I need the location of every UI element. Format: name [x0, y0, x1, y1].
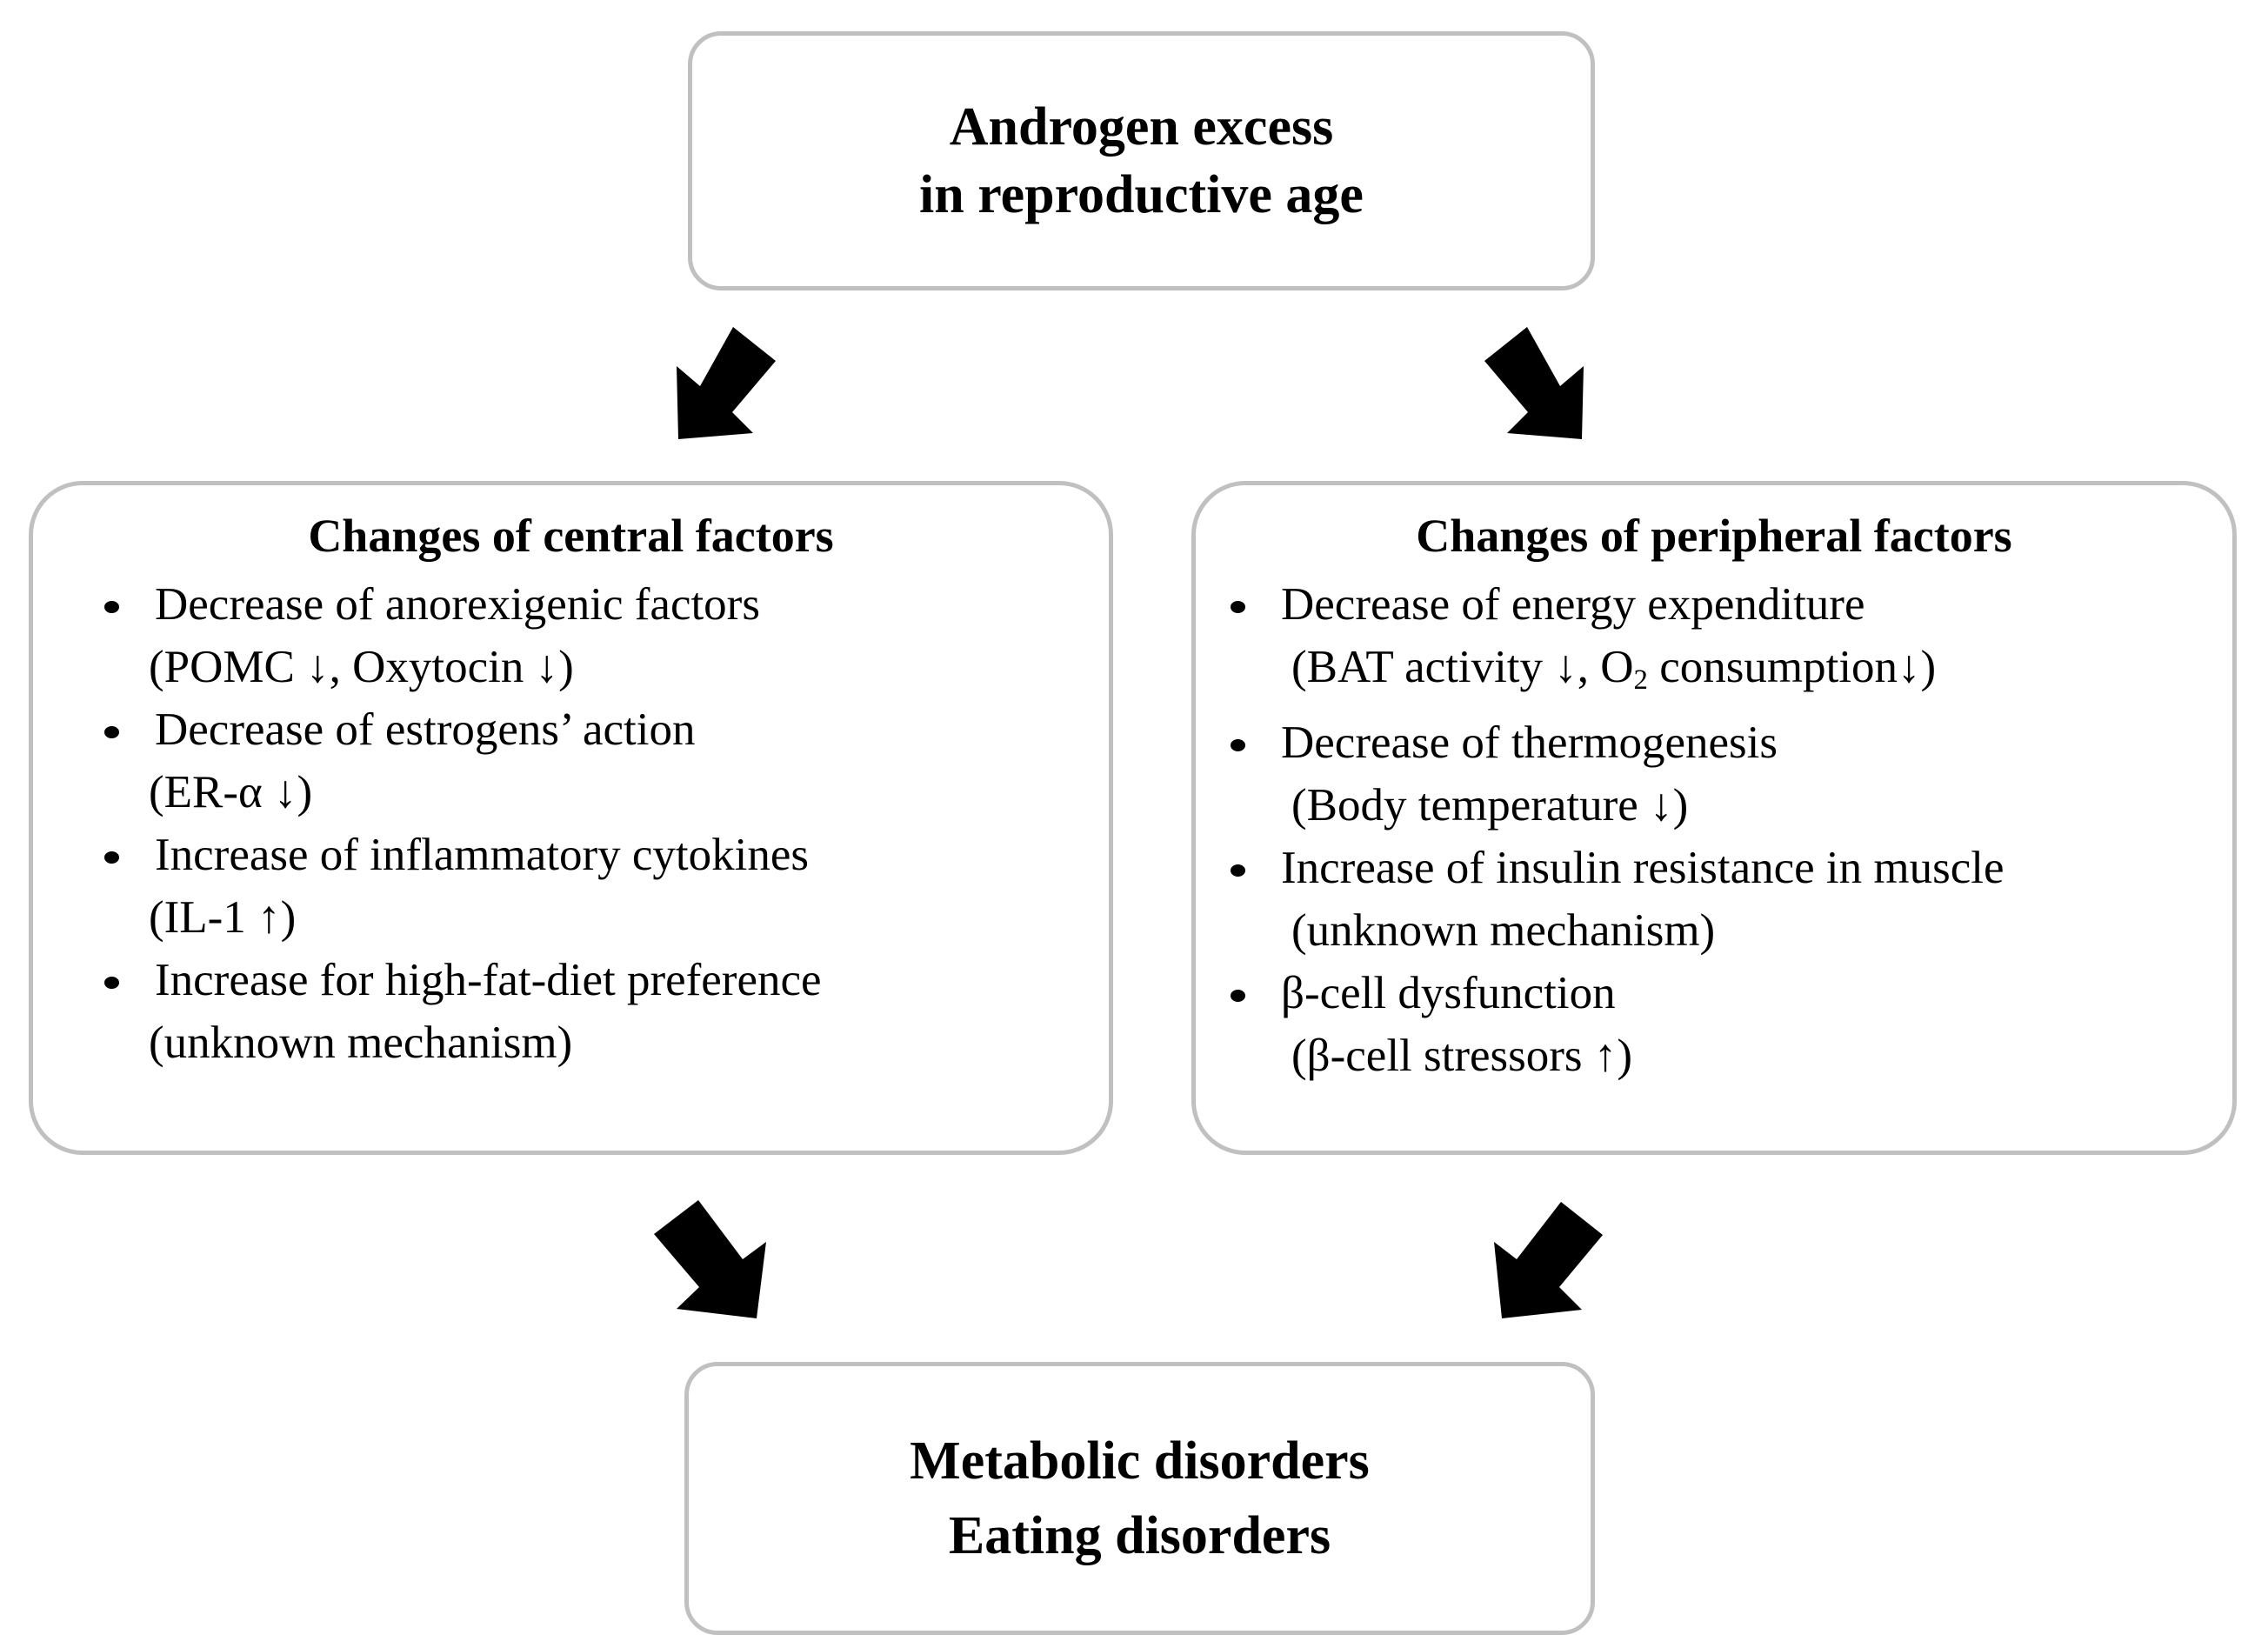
sub-post: consumption↓): [1647, 642, 1937, 692]
bottom-box-line-2: Eating disorders: [948, 1506, 1331, 1565]
sub-pre: (BAT activity ↓, O: [1291, 642, 1634, 692]
bullet-dot-icon: [104, 851, 119, 864]
left-panel-title: Changes of central factors: [308, 510, 834, 562]
list-item: Decrease of anorexigenic factors (POMC ↓…: [33, 573, 1109, 698]
arrow-down-right-icon: [1478, 322, 1670, 470]
list-item: Decrease of estrogens’ action (ER-α ↓): [33, 698, 1109, 824]
bullet-dot-icon: [104, 726, 119, 738]
bottom-box-line-1: Metabolic disorders: [910, 1431, 1370, 1491]
list-item-main: Increase of inflammatory cytokines: [155, 830, 810, 880]
list-item-sub: (ER-α ↓): [149, 767, 313, 817]
right-panel-title: Changes of peripheral factors: [1416, 510, 2012, 562]
list-item-main: Decrease of thermogenesis: [1281, 717, 1778, 769]
arrow-down-left-icon: [609, 322, 800, 470]
arrow-down-right-icon: [644, 1183, 835, 1339]
list-item-sub: (Body temperature ↓): [1291, 780, 1689, 831]
list-item: Decrease of thermogenesis (Body temperat…: [1196, 711, 2232, 837]
list-item-main: Increase of insulin resistance in muscle: [1281, 843, 2005, 894]
top-box-line-1: Androgen excess: [949, 97, 1334, 157]
bullet-dot-icon: [1231, 864, 1245, 877]
list-item-main: Decrease of energy expenditure: [1281, 579, 1865, 630]
list-item: Increase of insulin resistance in muscle…: [1196, 837, 2232, 962]
list-item-sub: (unknown mechanism): [1291, 905, 1716, 957]
bullet-dot-icon: [1231, 601, 1245, 613]
bullet-dot-icon: [1231, 739, 1245, 752]
list-item-sub: (β-cell stressors ↑): [1291, 1031, 1632, 1082]
box-peripheral-factors: Changes of peripheral factors Decrease o…: [1191, 481, 2237, 1155]
list-item: Decrease of energy expenditure (BAT acti…: [1196, 573, 2232, 711]
bullet-dot-icon: [104, 977, 119, 989]
list-item-main: β-cell dysfunction: [1281, 968, 1616, 1019]
bullet-dot-icon: [104, 601, 119, 613]
box-disorders: Metabolic disorders Eating disorders: [684, 1362, 1595, 1635]
left-panel-list: Decrease of anorexigenic factors (POMC ↓…: [33, 573, 1109, 1074]
list-item-main: Decrease of estrogens’ action: [155, 704, 696, 755]
list-item-sub: (IL-1 ↑): [149, 892, 297, 943]
bullet-dot-icon: [1231, 990, 1245, 1003]
subscript-two: 2: [1633, 664, 1648, 697]
list-item-sub: (POMC ↓, Oxytocin ↓): [149, 642, 574, 692]
box-androgen-excess: Androgen excess in reproductive age: [688, 31, 1595, 290]
list-item-sub: (unknown mechanism): [149, 1017, 573, 1068]
list-item: Increase of inflammatory cytokines (IL-1…: [33, 824, 1109, 949]
list-item-sub: (BAT activity ↓, O2 consumption↓): [1196, 636, 2232, 711]
top-box-line-2: in reproductive age: [919, 165, 1364, 224]
list-item-main: Increase for high-fat-diet preference: [155, 955, 822, 1005]
list-item: Increase for high-fat-diet preference (u…: [33, 949, 1109, 1074]
box-central-factors: Changes of central factors Decrease of a…: [29, 481, 1113, 1155]
list-item: β-cell dysfunction (β-cell stressors ↑): [1196, 962, 2232, 1087]
right-panel-list: Decrease of energy expenditure (BAT acti…: [1196, 573, 2232, 1087]
arrow-down-left-icon: [1461, 1183, 1652, 1339]
list-item-main: Decrease of anorexigenic factors: [155, 579, 760, 630]
